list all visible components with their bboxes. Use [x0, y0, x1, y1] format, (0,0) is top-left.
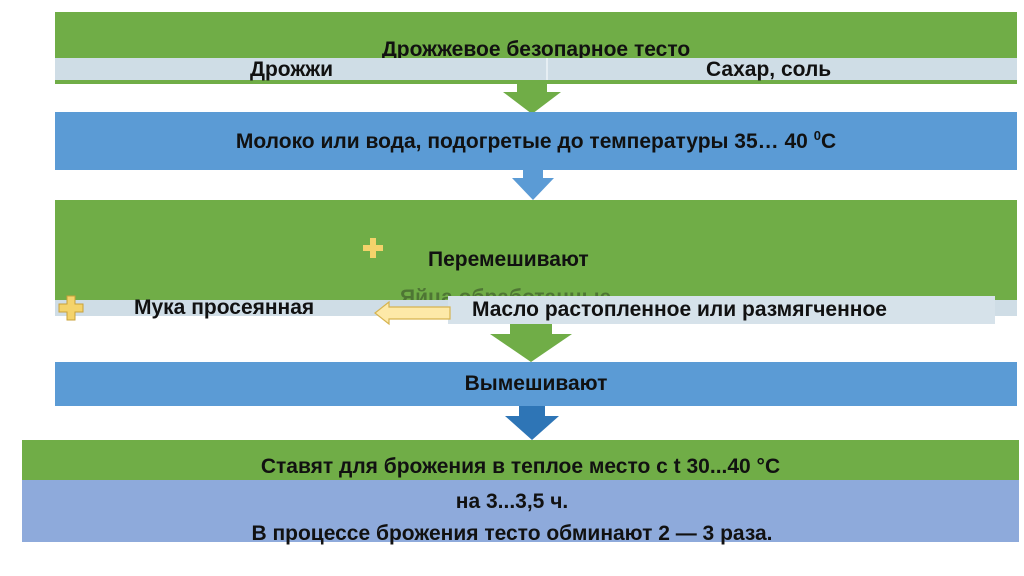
left-arrow-icon [374, 300, 451, 326]
ferment-line-3: В процессе брожения тесто обминают 2 — 3… [251, 522, 773, 545]
band-divider [546, 58, 548, 80]
down-arrow-icon [512, 170, 554, 200]
plus-icon [363, 238, 383, 258]
flour-label: Мука просеянная [134, 296, 315, 319]
ferment-line-1: Ставят для брожения в теплое место с t 3… [260, 455, 781, 478]
milk-step-sup: 0 [813, 128, 821, 143]
down-arrow-icon [490, 324, 572, 362]
ferment-detail-box [22, 480, 1019, 542]
knead-step-box: Вымешивают [55, 362, 1017, 406]
yeast-label: Дрожжи [250, 58, 334, 81]
knead-step-text: Вымешивают [464, 372, 608, 395]
plus-icon [58, 295, 84, 321]
milk-step-box: Молоко или вода, подогретые до температу… [55, 112, 1017, 170]
milk-step-unit: С [820, 130, 837, 153]
mix-step-box [55, 200, 1017, 300]
sugar-salt-label: Сахар, соль [706, 58, 832, 81]
mix-step-text: Перемешивают [428, 248, 589, 271]
milk-step-text: Молоко или вода, подогретые до температу… [236, 128, 836, 154]
ingredients-band-top [55, 58, 1017, 80]
milk-step-main: Молоко или вода, подогретые до температу… [235, 130, 814, 153]
down-arrow-icon [503, 84, 561, 114]
title-text: Дрожжевое безопарное тесто [381, 38, 691, 61]
butter-label-box [448, 296, 995, 324]
ferment-line-2: на 3...3,5 ч. [455, 490, 569, 513]
down-arrow-icon [505, 406, 559, 440]
ferment-step-box: Ставят для брожения в теплое место с t 3… [22, 440, 1019, 480]
butter-label: Масло растопленное или размягченное [472, 298, 887, 321]
